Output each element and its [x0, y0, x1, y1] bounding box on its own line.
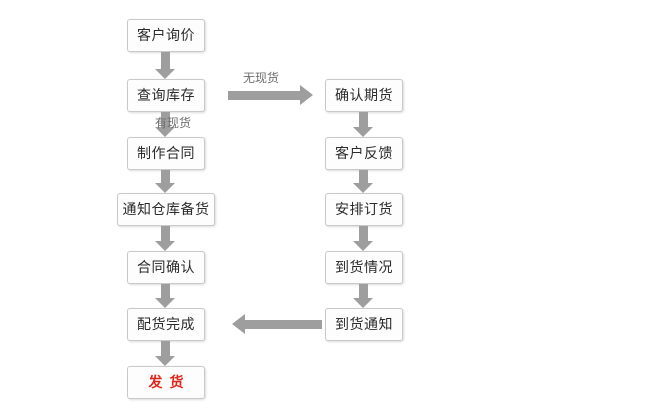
arrow-check-stock-to-make-contract-shaft [161, 112, 170, 128]
arrow-arrival-status-to-arrival-notice-shaft [359, 284, 368, 299]
arrow-arrival-notice-to-distribution-done-shaft [245, 320, 322, 329]
arrow-arrival-notice-to-distribution-done-head [232, 314, 245, 334]
node-inquiry-label: 客户询价 [137, 27, 195, 44]
edge-label-out-of-stock: 无现货 [243, 71, 280, 85]
node-distribution-done-label: 配货完成 [137, 316, 195, 333]
arrow-distribution-done-to-ship-shaft [161, 341, 170, 357]
node-arrange-order[interactable]: 安排订货 [325, 193, 403, 226]
arrow-arrange-order-to-arrival-status-head [353, 241, 373, 251]
node-distribution-done[interactable]: 配货完成 [127, 308, 205, 341]
arrow-customer-feedback-to-arrange-order-head [353, 183, 373, 193]
arrow-make-contract-to-notify-warehouse-head [155, 183, 175, 193]
arrow-confirm-futures-to-customer-feedback-head [353, 127, 373, 137]
node-check-stock-label: 查询库存 [137, 87, 195, 104]
edge-label-in-stock: 有现货 [155, 116, 192, 130]
node-ship-label: 发货 [148, 374, 191, 391]
node-arrival-status[interactable]: 到货情况 [325, 251, 403, 284]
node-arrival-status-label: 到货情况 [335, 259, 393, 276]
arrow-notify-warehouse-to-confirm-contract-shaft [161, 226, 170, 242]
node-notify-warehouse-label: 通知仓库备货 [122, 201, 210, 218]
node-notify-warehouse[interactable]: 通知仓库备货 [117, 193, 215, 226]
arrow-inquiry-to-check-stock-head [155, 69, 175, 79]
node-inquiry[interactable]: 客户询价 [127, 19, 205, 52]
node-confirm-contract[interactable]: 合同确认 [127, 251, 205, 284]
arrow-confirm-futures-to-customer-feedback-shaft [359, 112, 368, 128]
arrow-distribution-done-to-ship-head [155, 356, 175, 366]
node-customer-feedback[interactable]: 客户反馈 [325, 137, 403, 170]
arrow-out-of-stock-shaft [228, 91, 301, 100]
node-confirm-contract-label: 合同确认 [137, 259, 195, 276]
arrow-make-contract-to-notify-warehouse-shaft [161, 170, 170, 184]
arrow-inquiry-to-check-stock-shaft [161, 52, 170, 70]
node-arrival-notice-label: 到货通知 [335, 316, 393, 333]
node-ship[interactable]: 发货 [127, 366, 205, 399]
arrow-check-stock-to-make-contract-head [155, 127, 175, 137]
node-make-contract-label: 制作合同 [137, 145, 195, 162]
node-arrival-notice[interactable]: 到货通知 [325, 308, 403, 341]
node-confirm-futures-label: 确认期货 [335, 87, 393, 104]
arrow-notify-warehouse-to-confirm-contract-head [155, 241, 175, 251]
arrow-arrival-status-to-arrival-notice-head [353, 298, 373, 308]
arrow-arrange-order-to-arrival-status-shaft [359, 226, 368, 242]
node-arrange-order-label: 安排订货 [335, 201, 393, 218]
node-check-stock[interactable]: 查询库存 [127, 79, 205, 112]
node-make-contract[interactable]: 制作合同 [127, 137, 205, 170]
node-confirm-futures[interactable]: 确认期货 [325, 79, 403, 112]
node-customer-feedback-label: 客户反馈 [335, 145, 393, 162]
arrow-confirm-contract-to-distribution-done-shaft [161, 284, 170, 299]
arrow-customer-feedback-to-arrange-order-shaft [359, 170, 368, 184]
arrow-confirm-contract-to-distribution-done-head [155, 298, 175, 308]
arrow-out-of-stock-head [300, 85, 313, 105]
